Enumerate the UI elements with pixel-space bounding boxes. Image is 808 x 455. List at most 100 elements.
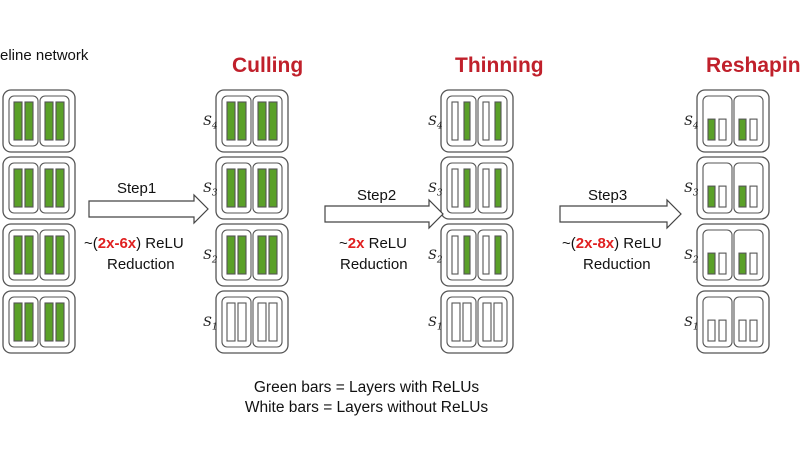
white-bar bbox=[749, 252, 758, 275]
green-bar bbox=[226, 168, 236, 208]
green-bar bbox=[13, 101, 23, 141]
green-bar bbox=[463, 235, 471, 275]
green-bar bbox=[226, 101, 236, 141]
green-bar bbox=[268, 168, 278, 208]
unit-box bbox=[446, 229, 477, 281]
stage-label: S4 bbox=[203, 114, 218, 132]
unit-box bbox=[221, 229, 252, 281]
unit-box bbox=[477, 95, 508, 147]
green-bar bbox=[237, 168, 247, 208]
green-bar bbox=[738, 252, 747, 275]
step3-reduction-line2: Reduction bbox=[583, 256, 651, 273]
unit-box bbox=[39, 229, 70, 281]
unit-box bbox=[446, 296, 477, 348]
step3-arrow bbox=[559, 198, 682, 230]
white-bar bbox=[749, 118, 758, 141]
green-bar bbox=[237, 101, 247, 141]
green-bar bbox=[13, 302, 23, 342]
unit-box bbox=[8, 296, 39, 348]
unit-box bbox=[221, 162, 252, 214]
unit-box bbox=[221, 296, 252, 348]
white-bar bbox=[482, 302, 492, 342]
unit-box bbox=[221, 95, 252, 147]
unit-box bbox=[8, 229, 39, 281]
stage-label: S2 bbox=[428, 248, 443, 266]
green-bar bbox=[707, 118, 716, 141]
legend-white: White bars = Layers without ReLUs bbox=[244, 399, 489, 416]
white-bar bbox=[482, 168, 490, 208]
baseline-network-label: eline network bbox=[0, 47, 89, 64]
white-bar bbox=[749, 185, 758, 208]
unit-box bbox=[252, 296, 283, 348]
legend: Green bars = Layers with ReLUs White bar… bbox=[224, 378, 509, 418]
green-bar bbox=[268, 101, 278, 141]
step1-reduction: ~(2x-6x) ReLU bbox=[84, 235, 184, 252]
white-bar bbox=[226, 302, 236, 342]
unit-box bbox=[446, 95, 477, 147]
green-bar bbox=[494, 168, 502, 208]
white-bar bbox=[451, 101, 459, 141]
green-bar bbox=[257, 168, 267, 208]
unit-box bbox=[733, 296, 764, 348]
white-bar bbox=[451, 302, 461, 342]
green-bar bbox=[55, 302, 65, 342]
step2-reduction: ~2x ReLU bbox=[339, 235, 407, 252]
green-bar bbox=[44, 235, 54, 275]
green-bar bbox=[237, 235, 247, 275]
white-bar bbox=[718, 185, 727, 208]
green-bar bbox=[44, 101, 54, 141]
green-bar bbox=[494, 101, 502, 141]
white-bar bbox=[718, 118, 727, 141]
step3-label: Step3 bbox=[588, 187, 628, 204]
green-bar bbox=[738, 118, 747, 141]
green-bar bbox=[13, 235, 23, 275]
white-bar bbox=[257, 302, 267, 342]
step2-label: Step2 bbox=[357, 187, 397, 204]
white-bar bbox=[451, 168, 459, 208]
unit-box bbox=[8, 95, 39, 147]
reshaping-title: Reshapin bbox=[706, 54, 801, 77]
step1-highlight: 2x-6x bbox=[97, 235, 137, 252]
green-bar bbox=[226, 235, 236, 275]
green-bar bbox=[24, 302, 34, 342]
stage-label: S1 bbox=[203, 315, 218, 333]
step2-reduction-line2: Reduction bbox=[340, 256, 408, 273]
green-bar bbox=[268, 235, 278, 275]
green-bar bbox=[55, 101, 65, 141]
white-bar bbox=[738, 319, 747, 342]
unit-box bbox=[477, 296, 508, 348]
step1-reduction-line2: Reduction bbox=[107, 256, 175, 273]
unit-box bbox=[702, 229, 733, 281]
green-bar bbox=[44, 168, 54, 208]
stage-label: S3 bbox=[203, 181, 218, 199]
green-bar bbox=[463, 168, 471, 208]
white-bar bbox=[707, 319, 716, 342]
white-bar bbox=[451, 235, 459, 275]
green-bar bbox=[24, 101, 34, 141]
stage-label: S1 bbox=[684, 315, 699, 333]
stage-label: S4 bbox=[684, 114, 699, 132]
unit-box bbox=[252, 229, 283, 281]
unit-box bbox=[39, 95, 70, 147]
green-bar bbox=[738, 185, 747, 208]
white-bar bbox=[482, 101, 490, 141]
white-bar bbox=[749, 319, 758, 342]
white-bar bbox=[718, 319, 727, 342]
unit-box bbox=[733, 229, 764, 281]
green-bar bbox=[24, 168, 34, 208]
stage-label: S2 bbox=[684, 248, 699, 266]
stage-label: S4 bbox=[428, 114, 443, 132]
green-bar bbox=[55, 235, 65, 275]
white-bar bbox=[493, 302, 503, 342]
green-bar bbox=[55, 168, 65, 208]
unit-box bbox=[39, 296, 70, 348]
legend-green: Green bars = Layers with ReLUs bbox=[253, 379, 480, 396]
stage-label: S2 bbox=[203, 248, 218, 266]
green-bar bbox=[257, 235, 267, 275]
unit-box bbox=[39, 162, 70, 214]
unit-box bbox=[477, 229, 508, 281]
unit-box bbox=[702, 296, 733, 348]
green-bar bbox=[463, 101, 471, 141]
stage-label: S3 bbox=[684, 181, 699, 199]
